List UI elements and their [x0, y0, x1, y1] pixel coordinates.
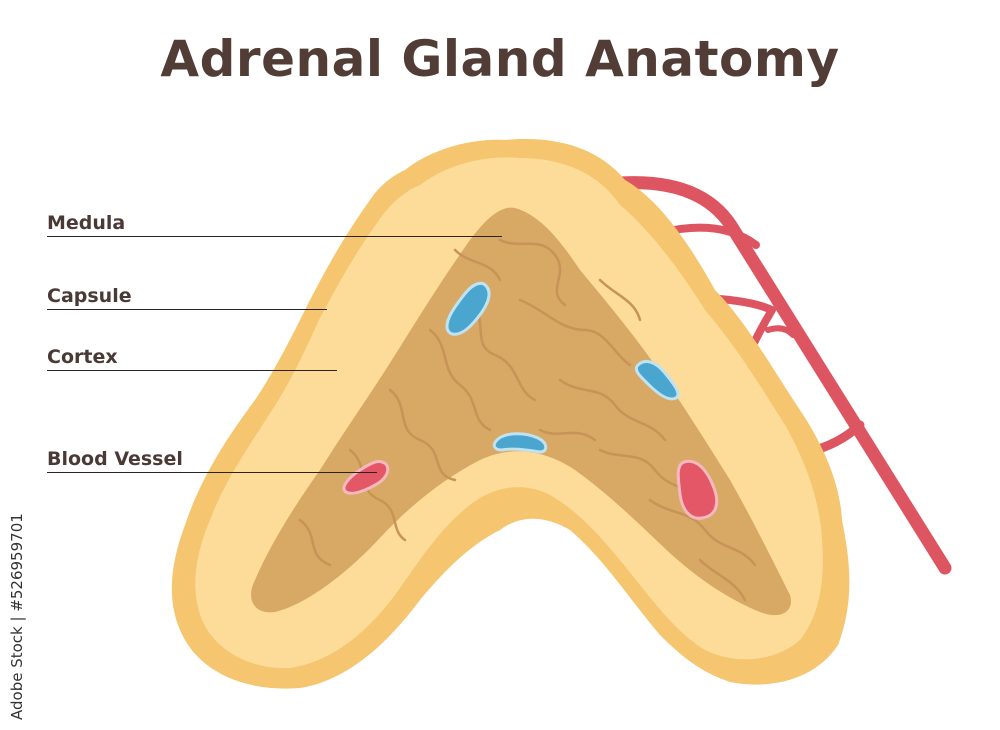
leader-line-blood-vessel: [47, 472, 377, 473]
vessel-branch: [765, 325, 796, 338]
blue-vessel: [492, 432, 548, 454]
label-medula: Medula: [47, 212, 126, 234]
leader-line-cortex: [47, 370, 337, 371]
leader-line-capsule: [47, 309, 327, 310]
diagram-title: Adrenal Gland Anatomy: [160, 30, 840, 88]
red-vessel: [676, 459, 719, 520]
stock-watermark: Adobe Stock | #526959701: [8, 513, 26, 720]
label-blood-vessel: Blood Vessel: [47, 448, 183, 470]
blue-vessels: [445, 281, 680, 454]
medulla-layer: [251, 207, 791, 616]
label-capsule: Capsule: [47, 285, 132, 307]
main-vessel: [613, 176, 952, 575]
label-cortex: Cortex: [47, 346, 118, 368]
blue-vessel: [634, 360, 680, 401]
leader-line-medula: [47, 236, 502, 237]
red-vessel: [342, 460, 390, 495]
vessel-branch: [699, 294, 776, 359]
blue-vessel: [445, 281, 491, 336]
red-vessels: [342, 459, 719, 520]
